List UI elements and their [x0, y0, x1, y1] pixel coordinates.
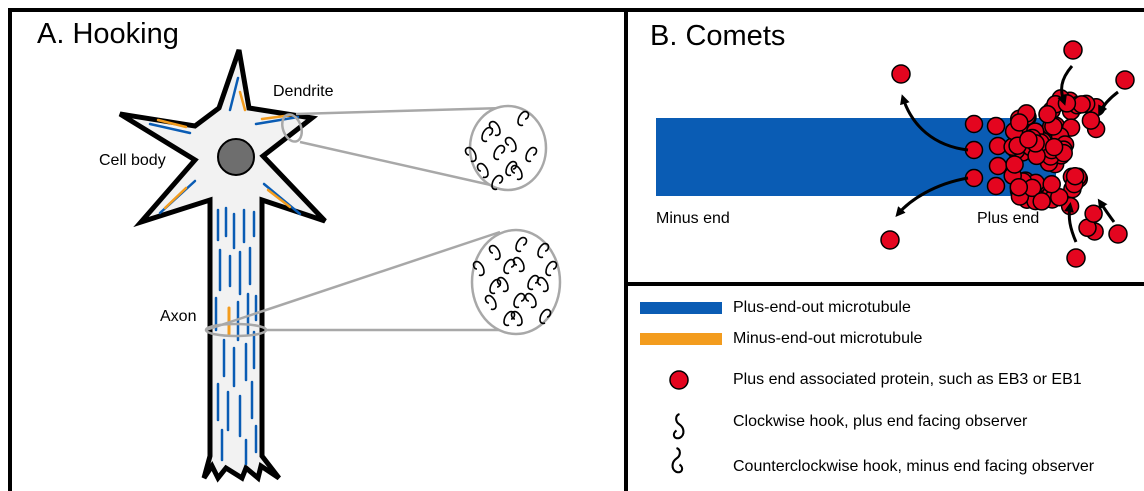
axon-label: Axon	[160, 308, 197, 325]
cell-body-label: Cell body	[99, 152, 166, 169]
comet-protein	[1042, 174, 1061, 194]
panel-b-title: B. Comets	[650, 20, 786, 52]
legend-minus-end-out-label: Minus-end-out microtubule	[733, 330, 923, 347]
legend-plus-end-out-label: Plus-end-out microtubule	[733, 299, 911, 316]
comet-protein	[964, 140, 984, 160]
plus-end-label: Plus end	[977, 210, 1040, 227]
legend-counterclockwise-hook-icon	[671, 447, 684, 474]
legend-plus-end-out-swatch	[640, 302, 722, 314]
panel-frames	[8, 8, 1144, 491]
comet-protein	[964, 114, 984, 134]
comet-protein	[1084, 204, 1103, 223]
comet-protein	[1044, 137, 1064, 157]
comet-protein	[1038, 105, 1057, 124]
comet-protein	[1010, 113, 1029, 132]
comet-protein	[1032, 192, 1051, 211]
free-proteins	[880, 40, 1135, 268]
nucleus	[217, 138, 255, 176]
comet-protein	[964, 168, 984, 188]
comet-protein	[1057, 94, 1077, 113]
comet-protein	[1081, 111, 1101, 130]
legend-protein-icon	[669, 370, 689, 390]
legend-minus-end-out-swatch	[640, 333, 722, 345]
panel-a-title: A. Hooking	[37, 18, 179, 50]
axon-microtubules	[214, 206, 258, 466]
comet-protein	[1005, 155, 1024, 174]
protein-arrows	[895, 65, 1119, 243]
comet-protein	[1019, 130, 1038, 149]
dendrite-callout	[281, 104, 548, 192]
legend-clockwise-hook-icon	[672, 413, 685, 440]
dendrite-label: Dendrite	[273, 83, 334, 100]
neuron	[118, 49, 327, 483]
legend-counterclockwise-hook-label: Counterclockwise hook, minus end facing …	[733, 458, 1095, 475]
comet-protein	[986, 176, 1006, 196]
comet-protein	[986, 116, 1006, 136]
legend-clockwise-hook-label: Clockwise hook, plus end facing observer	[733, 413, 1028, 430]
legend-symbols	[640, 302, 722, 474]
minus-end-label: Minus end	[656, 210, 730, 227]
legend-protein-label: Plus end associated protein, such as EB3…	[733, 371, 1082, 388]
comet-protein	[988, 156, 1008, 176]
comet-protein	[1009, 177, 1029, 197]
comet-protein	[1065, 166, 1085, 186]
